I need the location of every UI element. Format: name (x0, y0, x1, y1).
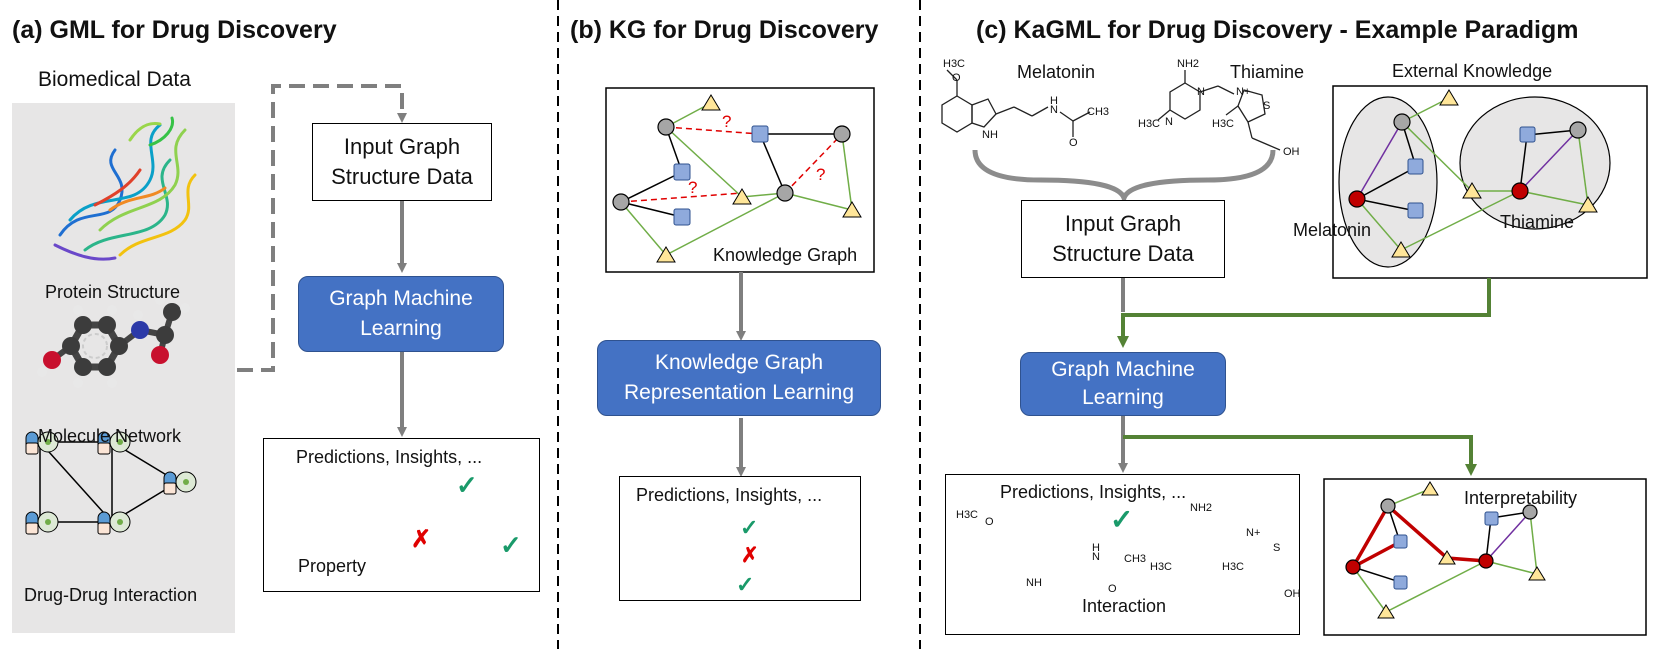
atom-label: O (952, 72, 961, 84)
output-box-a (263, 438, 540, 592)
output-title-b: Predictions, Insights, ... (636, 485, 823, 505)
atom-label: H (1050, 95, 1058, 107)
interaction-label: Interaction (1082, 596, 1167, 616)
question-mark: ? (688, 178, 698, 197)
atom-label: N (1050, 104, 1058, 116)
input-graph-box-c: Input Graph Structure Data (1021, 200, 1225, 278)
atom-label: N (1165, 116, 1173, 128)
check-icon: ✓ (1110, 504, 1134, 535)
atom-label: S (1273, 542, 1281, 554)
brace (972, 149, 1276, 206)
property-label: Property (298, 556, 367, 576)
atom-label: H3C (1150, 561, 1173, 573)
arrow-c-green-top (1117, 278, 1491, 348)
atom-label: H3C (1222, 561, 1245, 573)
biomedical-data-label: Biomedical Data (38, 68, 191, 91)
atom-label: N+ (1246, 527, 1261, 539)
interp-nodes (1345, 481, 1546, 619)
gml-box-c: Graph Machine Learning (1020, 352, 1226, 416)
thiamine-structure (1157, 70, 1281, 151)
atom-label: CH3 (1124, 553, 1147, 565)
atom-label: H3C (956, 509, 979, 521)
gml-box-a: Graph Machine Learning (298, 276, 504, 352)
check-icon: ✓ (740, 515, 759, 540)
kg-label: Knowledge Graph (713, 245, 858, 265)
check-icon: ✓ (500, 530, 522, 560)
melatonin-structure (941, 69, 1091, 137)
atom-label: N (1197, 86, 1205, 98)
external-knowledge-label: External Knowledge (1392, 61, 1553, 81)
atom-label: NH (1026, 577, 1042, 589)
atom-label: OH (1283, 146, 1300, 158)
kgrl-box: Knowledge Graph Representation Learning (597, 340, 881, 416)
panel-a-title: (a) GML for Drug Discovery (12, 16, 337, 44)
output-title-a: Predictions, Insights, ... (296, 447, 483, 467)
output-box-b (619, 476, 861, 601)
biomedical-data-panel (12, 103, 235, 633)
molecule-ball-stick-image (37, 295, 190, 388)
atom-label: O (1069, 137, 1078, 149)
melatonin-label: Melatonin (1017, 62, 1096, 82)
ek-nodes (1348, 89, 1598, 258)
atom-label: H (1092, 542, 1100, 554)
molecule-network-label: Molecule Network (38, 426, 182, 446)
atom-label: NH (982, 129, 998, 141)
protein-structure-image (53, 116, 197, 261)
input-graph-box-a: Input Graph Structure Data (312, 123, 492, 201)
panel-b-title: (b) KG for Drug Discovery (570, 16, 879, 44)
atom-label: H3C (1212, 118, 1235, 130)
question-mark: ? (722, 112, 732, 131)
ddi-drug-icons (25, 431, 197, 535)
atom-label: NH2 (1190, 502, 1213, 514)
kg-nodes (612, 94, 862, 263)
drug-drug-interaction-label: Drug-Drug Interaction (24, 585, 198, 605)
atom-label: H3C (943, 58, 966, 70)
thiamine-label: Thiamine (1230, 62, 1305, 82)
atom-label: O (1108, 583, 1117, 595)
atom-label: N+ (1236, 86, 1251, 98)
interp-edges (1351, 488, 1538, 613)
check-icon: ✓ (456, 470, 478, 500)
cross-icon: ✗ (411, 526, 432, 553)
atom-label: CH3 (1087, 106, 1110, 118)
cross-icon: ✗ (741, 544, 759, 567)
ek-thiamine-label: Thiamine (1500, 212, 1575, 232)
protein-structure-label: Protein Structure (45, 282, 181, 302)
atom-label: N (1092, 551, 1100, 563)
dashed-input-arrow (237, 84, 407, 372)
atom-label: NH2 (1177, 58, 1200, 70)
interpretability-label: Interpretability (1464, 488, 1578, 508)
atom-label: H3C (1138, 118, 1161, 130)
atom-label: OH (1284, 588, 1301, 600)
kg-box (605, 87, 875, 273)
arrow-c-green-bottom (1123, 435, 1477, 476)
output-title-c: Predictions, Insights, ... (1000, 482, 1187, 502)
check-icon: ✓ (736, 572, 755, 597)
ek-melatonin-label: Melatonin (1293, 220, 1372, 240)
atom-label: S (1263, 100, 1271, 112)
question-mark: ? (816, 165, 826, 184)
output-box-c (945, 474, 1300, 635)
atom-label: O (985, 516, 994, 528)
panel-c-title: (c) KaGML for Drug Discovery - Example P… (976, 16, 1579, 44)
